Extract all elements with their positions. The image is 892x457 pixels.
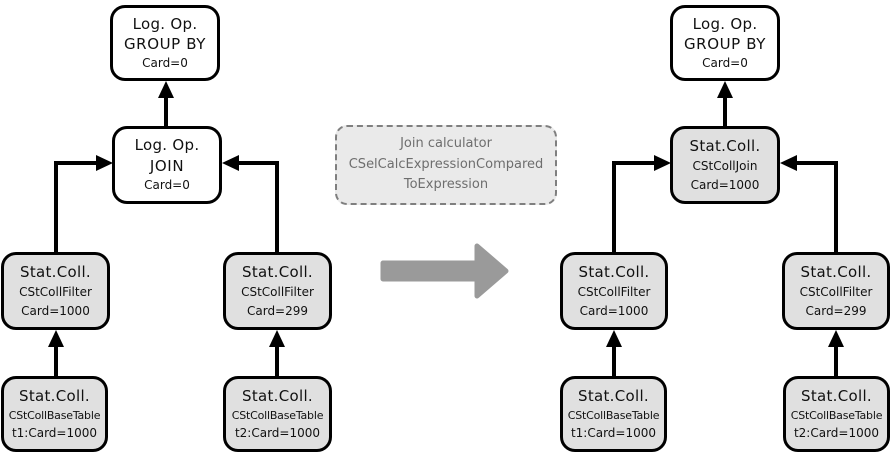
node-kind: Stat.Coll. <box>578 263 650 282</box>
node-operator: CStCollBaseTable <box>567 408 660 422</box>
edge-left-base2-to-filter2 <box>275 345 279 376</box>
node-kind: Log. Op. <box>134 136 200 155</box>
node-right-join: Stat.Coll. CStCollJoin Card=1000 <box>670 126 780 204</box>
edge-right-base2-to-filter2 <box>834 345 838 376</box>
arrowhead-up-icon <box>158 81 174 98</box>
node-cardinality: Card=1000 <box>579 303 649 318</box>
arrowhead-left-icon <box>222 155 239 171</box>
arrowhead-up-icon <box>606 330 622 347</box>
node-operator: GROUP BY <box>683 35 767 54</box>
node-right-group-by: Log. Op. GROUP BY Card=0 <box>670 5 780 81</box>
edge-left-filter1-to-join-vertical <box>54 161 58 252</box>
edge-left-filter1-to-join-horizontal <box>56 161 98 165</box>
arrowhead-right-icon <box>96 155 113 171</box>
edge-right-filter2-to-join-horizontal <box>797 161 836 165</box>
join-calculator-note: Join calculator CSelCalcExpressionCompar… <box>335 125 557 205</box>
node-operator: CStCollFilter <box>799 285 873 300</box>
node-cardinality: Card=1000 <box>690 177 760 192</box>
node-kind: Log. Op. <box>692 14 758 33</box>
node-left-filter-t1: Stat.Coll. CStCollFilter Card=1000 <box>1 252 110 330</box>
note-line: Join calculator <box>400 135 492 151</box>
node-right-basetable-t1: Stat.Coll. CStCollBaseTable t1:Card=1000 <box>560 376 667 452</box>
node-kind: Stat.Coll. <box>689 137 761 156</box>
edge-right-join-to-groupby <box>723 96 727 126</box>
node-left-join: Log. Op. JOIN Card=0 <box>112 126 222 204</box>
node-cardinality: Card=299 <box>246 303 309 318</box>
note-line: CSelCalcExpressionCompared <box>348 156 544 172</box>
arrowhead-left-icon <box>780 155 797 171</box>
edge-left-base1-to-filter1 <box>54 345 58 376</box>
node-kind: Stat.Coll. <box>578 387 649 406</box>
node-right-basetable-t2: Stat.Coll. CStCollBaseTable t2:Card=1000 <box>783 376 890 452</box>
edge-left-join-to-groupby <box>164 96 168 126</box>
edge-right-filter1-to-join-vertical <box>612 161 616 252</box>
node-operator: CStCollBaseTable <box>790 408 883 422</box>
arrowhead-up-icon <box>269 330 285 347</box>
node-right-filter-t1: Stat.Coll. CStCollFilter Card=1000 <box>560 252 668 330</box>
node-left-filter-t2: Stat.Coll. CStCollFilter Card=299 <box>223 252 332 330</box>
arrowhead-up-icon <box>717 81 733 98</box>
node-left-group-by: Log. Op. GROUP BY Card=0 <box>110 5 220 81</box>
arrowhead-right-icon <box>654 155 671 171</box>
note-line: ToExpression <box>403 177 489 193</box>
node-cardinality: t1:Card=1000 <box>11 425 98 440</box>
node-kind: Stat.Coll. <box>800 263 872 282</box>
node-operator: CStCollJoin <box>692 159 758 174</box>
edge-left-filter2-to-join-horizontal <box>239 161 277 165</box>
transform-arrow-icon <box>380 243 509 299</box>
node-cardinality: Card=1000 <box>21 303 90 318</box>
node-cardinality: t2:Card=1000 <box>234 425 321 440</box>
node-operator: CStCollFilter <box>19 285 92 300</box>
node-cardinality: t2:Card=1000 <box>793 425 880 440</box>
node-kind: Stat.Coll. <box>20 263 91 282</box>
node-operator: CStCollBaseTable <box>8 408 101 422</box>
node-operator: CStCollFilter <box>577 285 651 300</box>
node-cardinality: Card=0 <box>702 55 748 70</box>
arrowhead-up-icon <box>48 330 64 347</box>
node-cardinality: t1:Card=1000 <box>570 425 657 440</box>
node-kind: Stat.Coll. <box>242 263 313 282</box>
edge-right-filter1-to-join-horizontal <box>614 161 656 165</box>
node-kind: Stat.Coll. <box>242 387 313 406</box>
arrowhead-up-icon <box>828 330 844 347</box>
node-operator: CStCollFilter <box>241 285 314 300</box>
edge-right-filter2-to-join-vertical <box>834 161 838 252</box>
edge-right-base1-to-filter1 <box>612 345 616 376</box>
node-cardinality: Card=0 <box>144 178 190 193</box>
edge-left-filter2-to-join-vertical <box>275 161 279 252</box>
node-kind: Stat.Coll. <box>801 387 872 406</box>
node-cardinality: Card=0 <box>142 55 188 70</box>
node-kind: Log. Op. <box>132 14 198 33</box>
node-cardinality: Card=299 <box>805 303 867 318</box>
node-operator: JOIN <box>149 157 185 176</box>
node-operator: CStCollBaseTable <box>231 408 324 422</box>
node-operator: GROUP BY <box>123 35 207 54</box>
node-kind: Stat.Coll. <box>19 387 90 406</box>
node-right-filter-t2: Stat.Coll. CStCollFilter Card=299 <box>782 252 890 330</box>
node-left-basetable-t1: Stat.Coll. CStCollBaseTable t1:Card=1000 <box>1 376 108 452</box>
node-left-basetable-t2: Stat.Coll. CStCollBaseTable t2:Card=1000 <box>223 376 332 452</box>
